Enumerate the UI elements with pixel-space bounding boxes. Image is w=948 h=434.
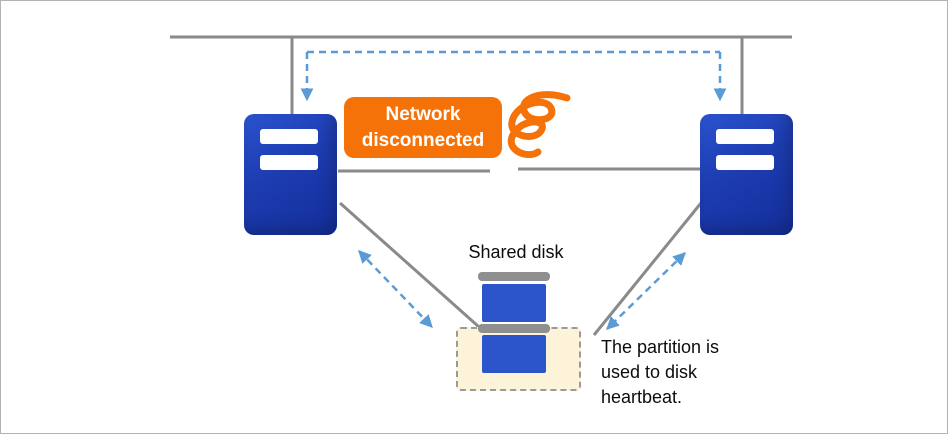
- server-slot-bar: [260, 155, 318, 170]
- shared-disk-label: Shared disk: [468, 242, 564, 262]
- server-left-icon: [244, 114, 337, 235]
- shared-disk-partition-body: [482, 335, 546, 373]
- shared-disk-body-top: [482, 284, 546, 322]
- server-slot-bar: [260, 129, 318, 144]
- disk-link-right-line: [592, 202, 703, 336]
- disk-heartbeat-arrow-left: [358, 250, 433, 328]
- network-disconnected-label: Network disconnected: [344, 97, 502, 158]
- disconnect-coil-icon: [507, 91, 571, 159]
- shared-disk-cap-top: [478, 272, 550, 281]
- partition-note: The partition is used to disk heartbeat.: [601, 337, 720, 407]
- server-right-icon: [700, 114, 793, 235]
- shared-disk-cap-middle: [478, 324, 550, 333]
- server-slot-bar: [716, 129, 774, 144]
- server-slot-bar: [716, 155, 774, 170]
- disk-heartbeat-arrow-right: [606, 252, 686, 330]
- disk-link-left-line: [339, 201, 489, 337]
